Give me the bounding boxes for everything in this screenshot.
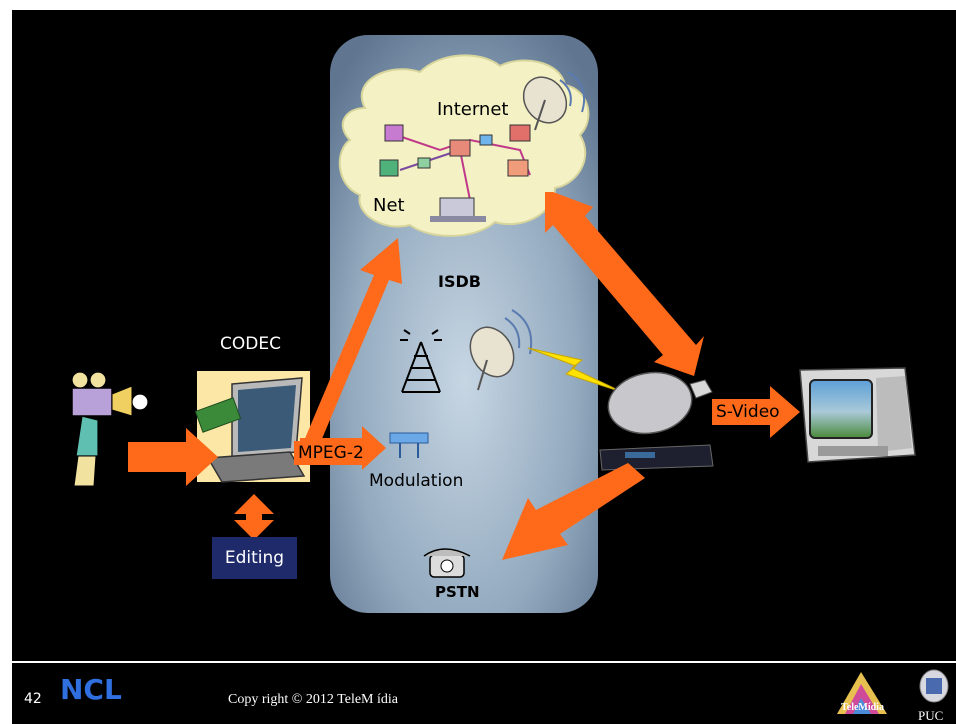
network-icons bbox=[379, 124, 531, 222]
isdb-label: ISDB bbox=[438, 272, 481, 291]
codec-label: CODEC bbox=[220, 334, 281, 354]
copyright-text: Copy right © 2012 TeleM ídia bbox=[228, 692, 398, 707]
svg-text:TeleMídia: TeleMídia bbox=[841, 702, 884, 713]
arrow-editing bbox=[234, 494, 274, 540]
arrow-codec-to-internet bbox=[298, 238, 402, 460]
satellite-dish-icon bbox=[469, 309, 533, 391]
pstn-label: PSTN bbox=[435, 583, 480, 601]
arrows bbox=[128, 192, 800, 560]
svideo-label: S-Video bbox=[716, 402, 780, 422]
computer-icon bbox=[384, 124, 404, 142]
puc-logo: PUC bbox=[918, 669, 949, 723]
page-number: 42 bbox=[24, 691, 42, 707]
ncl-logo: NCL bbox=[60, 674, 122, 704]
arrow-svideo bbox=[712, 386, 800, 438]
computer-icon bbox=[509, 124, 531, 142]
computer-icon bbox=[507, 159, 529, 177]
arrow-camera-to-codec bbox=[128, 428, 218, 486]
computer-icon bbox=[449, 139, 471, 157]
mpeg2-label: MPEG-2 bbox=[294, 441, 368, 465]
modulation-label: Modulation bbox=[369, 471, 464, 491]
camera-operator-icon bbox=[63, 371, 149, 495]
svg-text:NCL: NCL bbox=[60, 674, 122, 704]
arrow-internet-to-settopbox bbox=[545, 192, 704, 376]
telephone-icon bbox=[423, 548, 471, 578]
modulator-icon bbox=[389, 432, 429, 458]
telemidia-logo: TeleMídia bbox=[837, 672, 887, 714]
svg-text:PUC: PUC bbox=[918, 708, 943, 723]
footer-divider bbox=[12, 661, 956, 663]
internet-label: Internet bbox=[437, 99, 509, 120]
editing-box: Editing bbox=[212, 537, 297, 579]
arrow-settopbox-to-phone bbox=[502, 463, 645, 560]
television-icon bbox=[799, 367, 916, 463]
satellite-dish-icon bbox=[522, 71, 586, 131]
net-label: Net bbox=[373, 195, 405, 216]
computer-icon bbox=[379, 159, 399, 177]
broadcast-tower-icon bbox=[400, 329, 442, 393]
